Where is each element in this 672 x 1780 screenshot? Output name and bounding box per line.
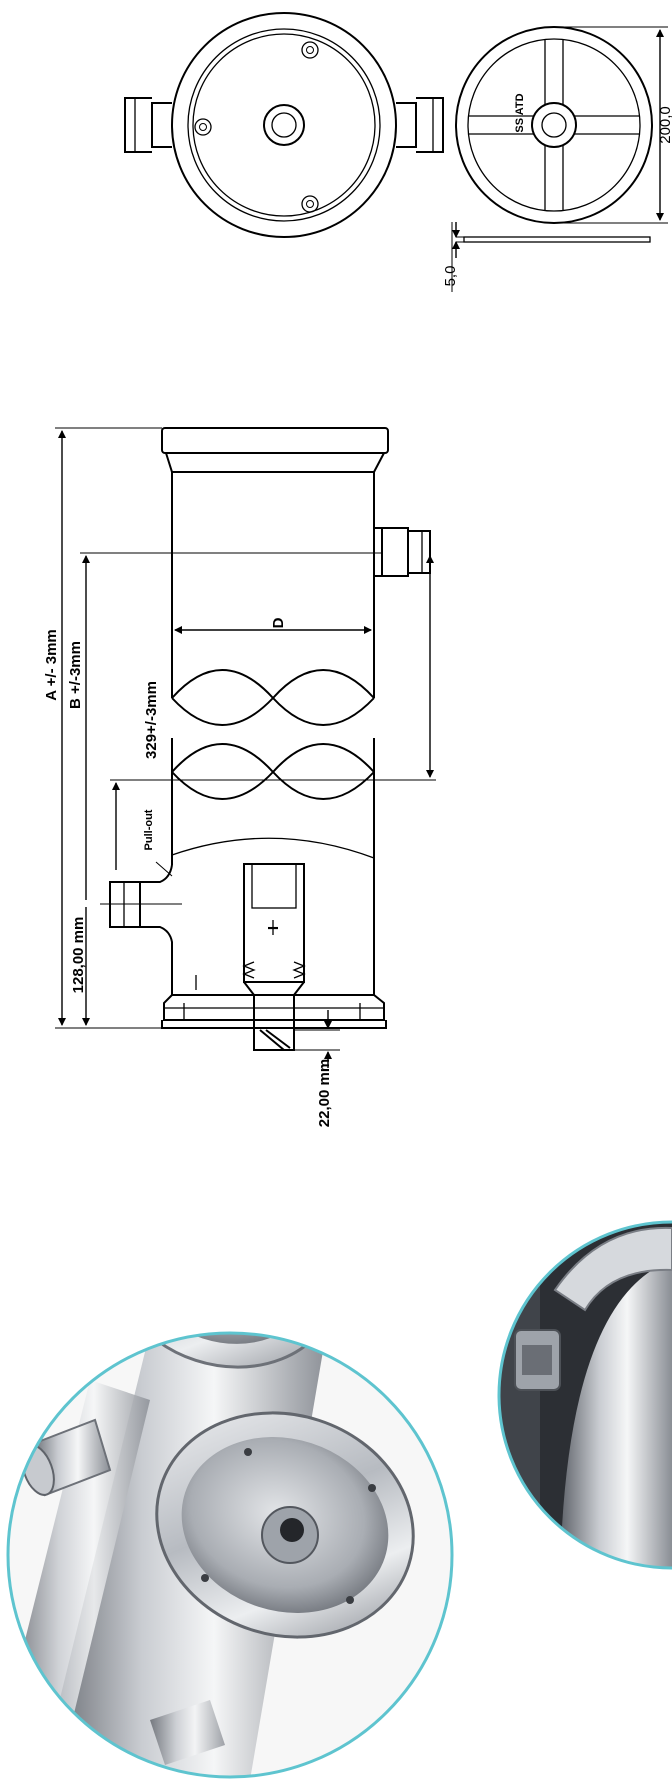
inner-length-dim: 329+/-3mm: [143, 681, 160, 759]
housing-photo-large: [6, 1331, 454, 1779]
pull-out-label: Pull-out: [143, 809, 155, 850]
diameter-dim: D: [270, 617, 287, 628]
length-b-dim: B +/-3mm: [67, 641, 84, 709]
section-mark: I: [265, 926, 282, 930]
plate-label: SS ATD: [514, 93, 526, 132]
plate-top-view: SS ATD 5,0 200,0: [442, 26, 672, 292]
bottom-offset-dim: 22,00 mm: [316, 1059, 333, 1127]
plate-thickness-dim: 5,0: [442, 266, 459, 287]
length-a-dim: A +/- 3mm: [43, 629, 60, 701]
housing-photo-small: [497, 1220, 672, 1570]
port-height-dim: 128,00 mm: [70, 917, 87, 994]
plate-diameter-dim: 200,0: [657, 106, 672, 144]
housing-top-view: [124, 12, 444, 238]
housing-side-view: I A +/- 3mm B +/-3mm 329+/-3mm D Pull-ou…: [43, 427, 436, 1127]
